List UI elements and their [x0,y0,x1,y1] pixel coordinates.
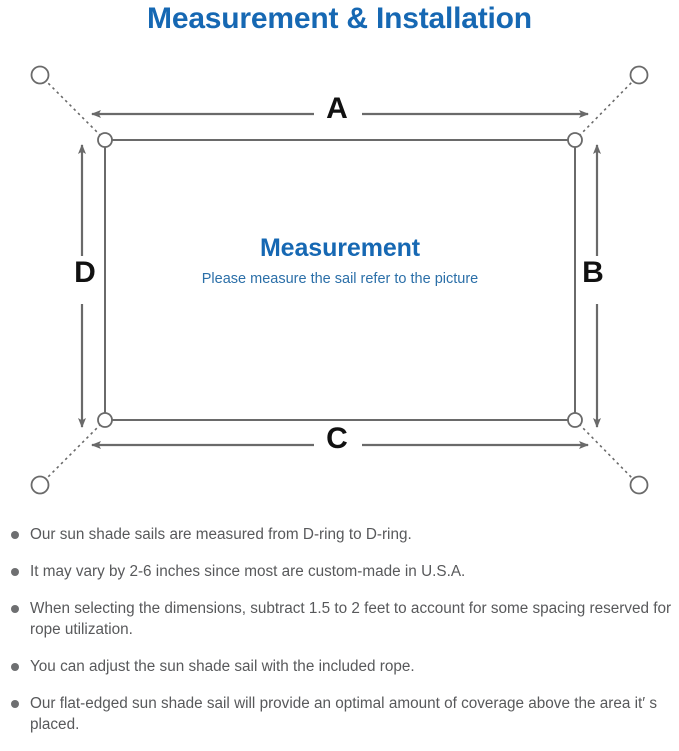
page-title: Measurement & Installation [147,2,532,35]
rope-line-top-right [578,79,635,137]
list-item: Our sun shade sails are measured from D-… [0,524,679,545]
list-item: You can adjust the sun shade sail with t… [0,656,679,677]
bullet-icon [11,605,19,613]
measurement-caption-block: Measurement Please measure the sail refe… [105,233,575,289]
bullet-icon [11,663,19,671]
d-ring-top-left-icon [97,132,113,148]
note-text: It may vary by 2-6 inches since most are… [30,563,466,580]
anchor-top-left-icon [30,65,50,85]
measurement-heading: Measurement [259,234,421,262]
dimension-label-c: C [326,422,348,455]
dimension-label-d: D [74,256,96,289]
list-item: It may vary by 2-6 inches since most are… [0,561,679,582]
bullet-icon [11,700,19,708]
list-item: When selecting the dimensions, subtract … [0,598,679,640]
diagram-svg [30,65,649,495]
notes-list: Our sun shade sails are measured from D-… [0,524,679,751]
note-text: Our flat-edged sun shade sail will provi… [30,695,658,733]
d-ring-bottom-right-icon [567,412,583,428]
sail-rectangle [104,139,576,421]
list-item: Our flat-edged sun shade sail will provi… [0,693,679,735]
d-ring-top-right-icon [567,132,583,148]
measurement-subtext: Please measure the sail refer to the pic… [201,271,479,287]
dimension-label-b: B [582,256,604,289]
dimension-label-a: A [326,92,348,125]
rope-line-bottom-right [578,423,635,481]
note-text: Our sun shade sails are measured from D-… [30,526,412,543]
anchor-top-right-icon [629,65,649,85]
d-ring-bottom-left-icon [97,412,113,428]
rope-line-bottom-left [44,423,102,481]
bullet-icon [11,531,19,539]
rope-line-top-left [44,79,102,137]
measurement-diagram: A B C D Measurement Please measure the s… [0,48,679,518]
note-text: You can adjust the sun shade sail with t… [30,658,415,675]
anchor-bottom-right-icon [629,475,649,495]
anchor-bottom-left-icon [30,475,50,495]
note-text: When selecting the dimensions, subtract … [30,600,672,638]
bullet-icon [11,568,19,576]
